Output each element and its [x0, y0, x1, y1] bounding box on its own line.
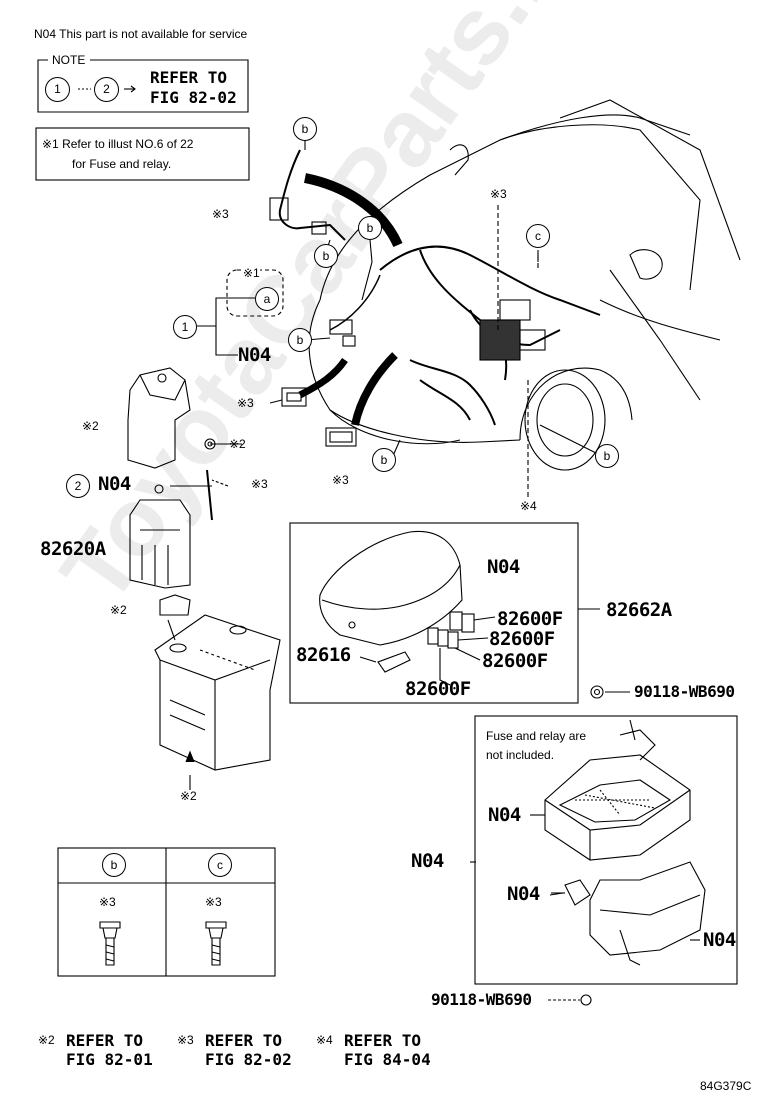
part-n04-relay-upper: N04 [488, 804, 521, 826]
callout-a: a [255, 287, 279, 311]
note-from-callout: 1 [45, 77, 70, 102]
note2-box [35, 127, 250, 181]
note-title: NOTE [50, 53, 88, 67]
relay-block-upper [544, 754, 691, 861]
diagram-code: 84G379C [700, 1079, 752, 1093]
nut-90118-bottom [580, 994, 592, 1006]
footer-ref-1-line2: FIG 82-01 [66, 1050, 153, 1069]
battery [154, 614, 281, 771]
nut-top [204, 438, 216, 450]
note-refer-line1: REFER TO [150, 68, 228, 87]
battery-terminal [159, 594, 191, 616]
car-hood-slot [449, 144, 469, 176]
pointer-band-mid [298, 357, 348, 399]
note-box [37, 59, 249, 113]
relay-block-in-car [479, 319, 521, 361]
car-roof-line [559, 99, 741, 261]
connector-lower [325, 427, 357, 447]
callout-b-3: b [358, 216, 382, 240]
header-note: N04 This part is not available for servi… [34, 27, 248, 41]
part-82600F-2: 82600F [489, 628, 555, 650]
part-82600F-1: 82600F [497, 608, 563, 630]
footer-ref-2-line1: REFER TO [205, 1031, 283, 1050]
part-n04-relay-bracket: N04 [507, 883, 540, 905]
part-90118-bottom: 90118-WB690 [431, 990, 532, 1009]
car-mirror [629, 249, 663, 280]
note-to-callout: 2 [94, 77, 119, 102]
ref-mark-2-terminal: ※2 [110, 603, 127, 617]
fuse-note-line1: Fuse and relay are [486, 729, 587, 743]
pointer-band-top [303, 173, 403, 248]
pointer-band-low [351, 352, 398, 426]
ref-mark-1: ※1 [243, 266, 260, 280]
bolt-b [99, 921, 121, 966]
part-82620A: 82620A [40, 538, 106, 560]
footer-ref-3-mark: ※4 [316, 1033, 333, 1047]
part-n04-relay-group: N04 [411, 850, 444, 872]
ref-mark-3-connector: ※3 [237, 396, 254, 410]
bolt-table-mark-c: ※3 [205, 895, 222, 909]
connector-left [281, 387, 307, 407]
note2-line1: ※1 Refer to illust NO.6 of 22 [42, 137, 194, 151]
relay-box-lower [589, 861, 706, 956]
car-a-pillar [609, 269, 701, 401]
part-90118-top: 90118-WB690 [634, 682, 735, 701]
sub-harness [278, 149, 346, 241]
fuse-note-line2: not included. [486, 748, 555, 762]
part-n04-harness: N04 [238, 344, 271, 366]
car-windshield [499, 124, 701, 291]
ref-mark-3-wire: ※3 [251, 477, 268, 491]
front-wheel [524, 369, 606, 471]
part-82600F-4: 82600F [405, 678, 471, 700]
ref-mark-3-center: ※3 [490, 187, 507, 201]
part-82600F-3: 82600F [482, 650, 548, 672]
car-side-line [599, 299, 721, 341]
part-n04-relay-lower: N04 [703, 929, 736, 951]
footer-ref-1-line1: REFER TO [66, 1031, 144, 1050]
part-82662A: 82662A [606, 599, 672, 621]
callout-b-4: b [288, 328, 312, 352]
ref-mark-4: ※4 [520, 499, 537, 513]
note2-line2: for Fuse and relay. [72, 157, 172, 171]
ref-mark-3-lower: ※3 [332, 473, 349, 487]
footer-ref-2-mark: ※3 [177, 1033, 194, 1047]
ref-mark-3-harness: ※3 [212, 207, 229, 221]
fuse-cover-group [289, 522, 579, 704]
bolt-table-header-c: c [208, 853, 232, 877]
part-n04-nut: N04 [98, 473, 131, 495]
relay-box-cover [127, 367, 191, 469]
footer-ref-1-mark: ※2 [38, 1033, 55, 1047]
fusible-link-block [129, 499, 191, 589]
bolt-c [205, 921, 227, 966]
bolt-table-header-b: b [102, 853, 126, 877]
car-front-bumper [329, 409, 521, 443]
wheel-arch [519, 367, 633, 441]
ref-mark-2-battery: ※2 [180, 789, 197, 803]
callout-b-6: b [595, 444, 619, 468]
bolt-table-mark-b: ※3 [99, 895, 116, 909]
callout-2: 2 [66, 474, 90, 498]
footer-ref-3-line2: FIG 84-04 [344, 1050, 431, 1069]
fuse-puller [377, 651, 411, 673]
callout-b-1: b [293, 117, 317, 141]
car-hood-outline [319, 114, 691, 301]
relay-box-group [474, 715, 738, 985]
footer-ref-3-line1: REFER TO [344, 1031, 422, 1050]
footer-ref-2-line2: FIG 82-02 [205, 1050, 292, 1069]
engine-harness [379, 245, 601, 316]
nut-90118-top [590, 685, 604, 699]
ref-mark-2-nut: ※2 [229, 437, 246, 451]
ref-mark-2-cover: ※2 [82, 419, 99, 433]
note-refer-line2: FIG 82-02 [150, 88, 237, 107]
callout-1: 1 [173, 315, 197, 339]
part-n04-fuse-cover: N04 [487, 556, 520, 578]
callout-b-2: b [314, 244, 338, 268]
part-82616: 82616 [296, 644, 351, 666]
callout-b-5: b [372, 448, 396, 472]
callout-c: c [526, 224, 550, 248]
